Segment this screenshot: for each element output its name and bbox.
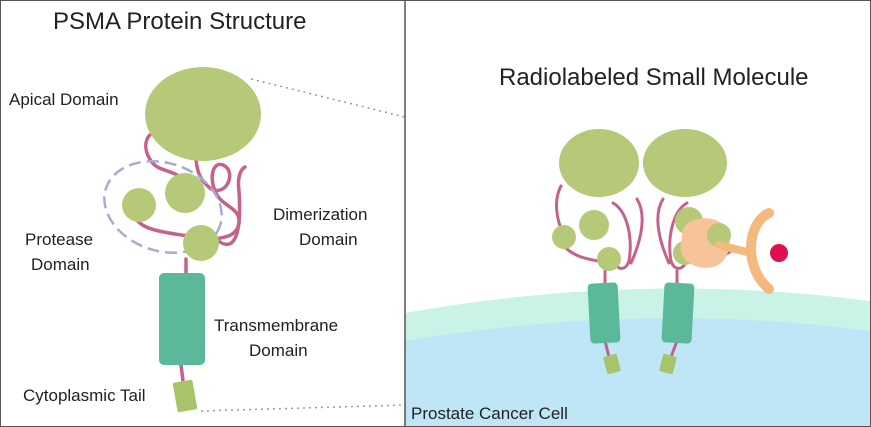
label-apical-domain: Apical Domain	[9, 90, 119, 109]
label-prostate-cancer-cell: Prostate Cancer Cell	[411, 404, 568, 423]
label-transmembrane-line-2: Domain	[249, 341, 308, 360]
protease-lobe-right-2	[707, 223, 731, 247]
radiolabel-dot	[770, 244, 788, 262]
dimerization-lobe-left	[597, 247, 621, 271]
left-inner-loop-2	[629, 197, 644, 265]
linker-chain	[133, 129, 247, 383]
protease-domain-outline	[103, 159, 223, 255]
apical-domain-right	[643, 129, 727, 197]
transmembrane-left	[587, 282, 621, 344]
cytoplasmic-tail-right	[659, 353, 677, 375]
protease-lobe-2	[122, 188, 156, 222]
right-inner-loop-2	[656, 197, 671, 265]
psma-monomer	[103, 67, 261, 413]
zoom-line-top	[250, 78, 406, 118]
label-protease-line-2: Domain	[31, 255, 90, 274]
right-tail-linker	[669, 339, 679, 359]
cytoplasmic-tail-left	[603, 353, 621, 375]
label-dimerization-line-1: Dimerization	[273, 205, 367, 224]
dimerization-lobe	[183, 225, 219, 261]
dimer-monomer-left	[552, 129, 639, 375]
label-cytoplasmic-tail: Cytoplasmic Tail	[23, 386, 146, 405]
radiolabeled-ligand	[680, 208, 788, 294]
transmembrane-right	[661, 282, 695, 344]
cell-cytoplasm	[405, 318, 870, 426]
right-panel-title: Radiolabeled Small Molecule	[499, 64, 809, 91]
left-panel-title: PSMA Protein Structure	[53, 8, 306, 35]
cytoplasmic-tail	[172, 379, 198, 413]
label-dimerization-line-2: Domain	[299, 230, 358, 249]
apical-domain	[145, 67, 261, 161]
transmembrane-domain	[159, 273, 205, 365]
cell-background	[405, 288, 870, 426]
tail-linker	[179, 363, 185, 383]
apical-domain-left	[559, 129, 639, 197]
dimerization-strand	[214, 165, 247, 247]
label-protease-line-1: Protease	[25, 230, 93, 249]
dimer-monomer-right	[643, 129, 727, 375]
ligand-chelator	[746, 208, 774, 294]
protease-lobe-left-1	[579, 210, 609, 240]
label-transmembrane-line-1: Transmembrane	[214, 316, 338, 335]
protease-lobe-1	[165, 173, 205, 213]
left-tail-linker	[603, 339, 611, 359]
zoom-line-bottom	[200, 404, 406, 412]
ligand-linker	[715, 241, 755, 257]
protease-lobe-left-2	[552, 225, 576, 249]
